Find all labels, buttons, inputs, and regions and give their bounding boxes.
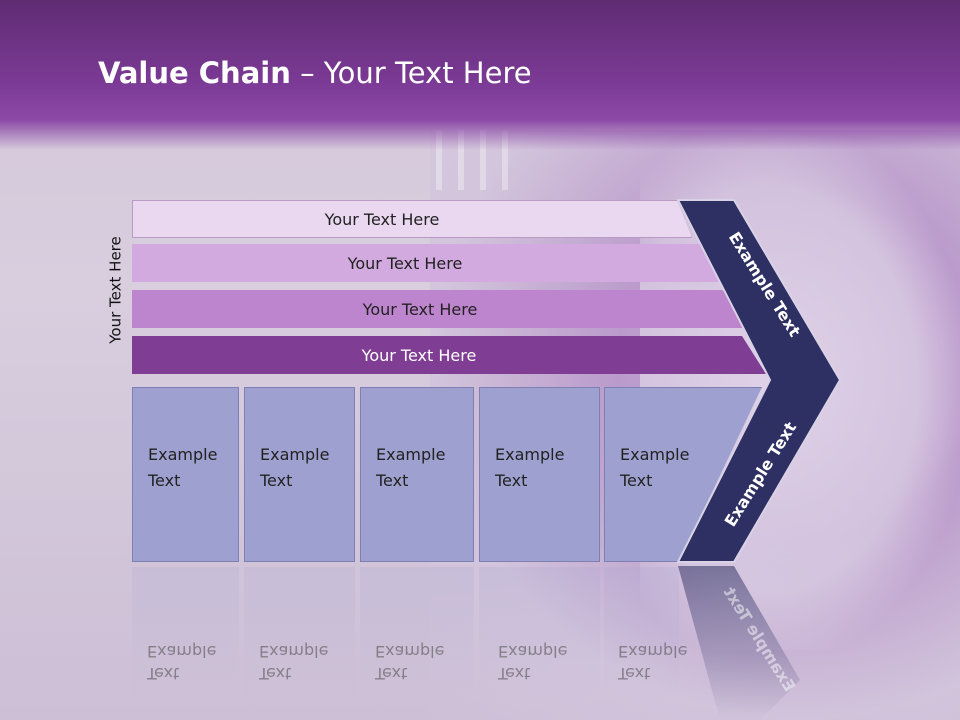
column-5-line1: Example xyxy=(620,445,690,464)
column-1[interactable]: Example Text xyxy=(132,387,239,562)
row-2[interactable]: Your Text Here xyxy=(132,244,738,282)
column-1-reflection xyxy=(132,567,239,697)
title-bar: Value Chain – Your Text Here xyxy=(0,0,960,150)
column-1-line2: Text xyxy=(148,471,181,490)
chevron-arrow-shape xyxy=(676,199,842,563)
column-3-reflection xyxy=(360,567,474,697)
column-4-line2: Text xyxy=(495,471,528,490)
column-3-line1: Example xyxy=(376,445,446,464)
chevron-arrow-reflection xyxy=(678,566,800,720)
row-3-label: Your Text Here xyxy=(362,299,478,319)
title-bold: Value Chain xyxy=(98,56,291,90)
row-2-label: Your Text Here xyxy=(347,253,463,273)
column-2-line1: Example xyxy=(260,445,330,464)
column-2[interactable]: Example Text xyxy=(244,387,355,562)
row-3[interactable]: Your Text Here xyxy=(132,290,768,328)
row-1-label: Your Text Here xyxy=(324,209,440,229)
column-5-reflection xyxy=(604,567,679,697)
title-rest: – Your Text Here xyxy=(290,56,532,90)
column-4[interactable]: Example Text xyxy=(479,387,600,562)
column-4-line1: Example xyxy=(495,445,565,464)
column-3[interactable]: Example Text xyxy=(360,387,474,562)
slide-title[interactable]: Value Chain – Your Text Here xyxy=(98,56,532,90)
column-3-line2: Text xyxy=(376,471,409,490)
row-1[interactable]: Your Text Here xyxy=(132,200,692,238)
row-4-label: Your Text Here xyxy=(361,345,477,365)
column-2-reflection xyxy=(244,567,355,697)
column-1-line1: Example xyxy=(148,445,218,464)
column-2-line2: Text xyxy=(260,471,293,490)
row-4[interactable]: Your Text Here xyxy=(132,336,766,374)
column-5-line2: Text xyxy=(620,471,653,490)
column-4-reflection xyxy=(479,567,600,697)
